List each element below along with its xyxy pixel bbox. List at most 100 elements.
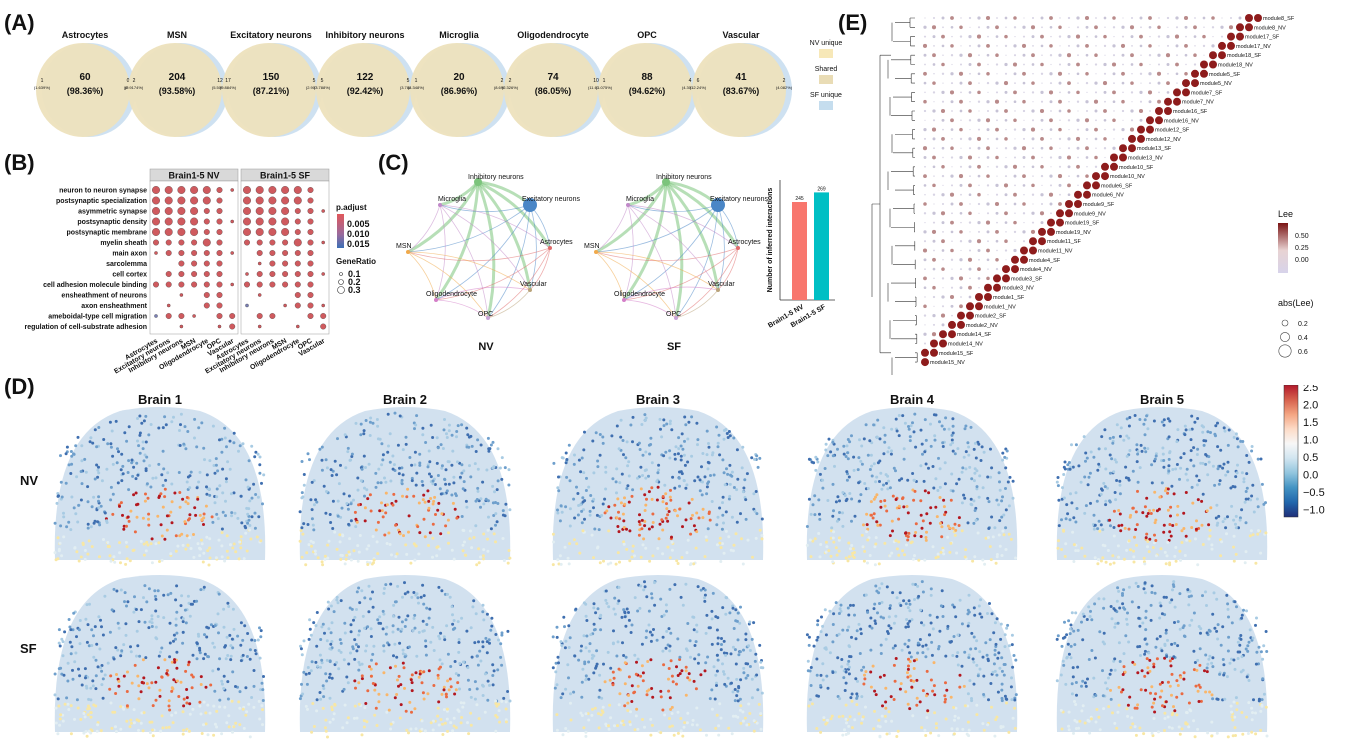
module-label: module10_NV xyxy=(1110,174,1145,180)
venn-left-count: 2 xyxy=(133,78,136,84)
interaction-edge xyxy=(664,181,684,319)
venn-title: MSN xyxy=(167,30,187,40)
interaction-edge xyxy=(477,180,552,249)
facet-grid xyxy=(240,180,330,335)
venn-left-count: 1 xyxy=(41,78,44,84)
term-label: axon ensheathment xyxy=(81,303,147,310)
network-label: SF xyxy=(667,341,681,353)
interaction-edge xyxy=(595,251,677,319)
node-label: OPC xyxy=(666,311,681,318)
enrichment-dot xyxy=(216,250,223,256)
enrichment-dot xyxy=(230,219,234,224)
module-label: module14_SF xyxy=(957,332,992,338)
enrichment-dot xyxy=(192,314,196,318)
interaction-edge xyxy=(476,181,496,319)
venn-left-pct: (3.788%) xyxy=(314,85,331,90)
padj-title: p.adjust xyxy=(336,203,367,212)
venn-right-count: 2 xyxy=(501,78,504,84)
enrichment-dot xyxy=(321,240,325,245)
enrichment-dot xyxy=(244,281,250,288)
enrichment-dot xyxy=(282,281,289,288)
abs-title: abs(Lee) xyxy=(1278,298,1314,308)
enrichment-dot xyxy=(243,217,251,226)
enrichment-dot xyxy=(281,217,290,226)
legend-sf-unique: SF unique xyxy=(810,92,842,99)
network-node xyxy=(548,246,552,250)
venn-left-pct: (12.24%) xyxy=(690,85,707,90)
enrichment-dot xyxy=(307,260,314,267)
network-node xyxy=(711,198,725,212)
abs-tick: 0.2 xyxy=(1298,321,1308,328)
venn-shared-count: 20 xyxy=(453,72,465,83)
enrichment-dot xyxy=(296,324,300,329)
abs-tick: 0.4 xyxy=(1298,335,1308,342)
enrichment-dot xyxy=(203,208,210,214)
enrichment-dot xyxy=(294,229,301,235)
enrichment-dot xyxy=(179,293,184,297)
interaction-edge xyxy=(435,204,446,301)
interaction-edge xyxy=(623,286,719,301)
enrichment-dot xyxy=(203,250,210,256)
dendrogram xyxy=(871,17,918,375)
enrichment-dot xyxy=(178,239,185,246)
interaction-edge xyxy=(665,180,740,249)
interaction-edge xyxy=(627,204,719,213)
module-label: module7_SF xyxy=(1191,90,1223,96)
venn-left-count: 2 xyxy=(509,78,512,84)
network-label: NV xyxy=(478,341,494,353)
bar-ylabel: Number of inferred interactions xyxy=(767,188,774,293)
interaction-edge xyxy=(595,204,629,253)
lee-colorbar xyxy=(1278,223,1288,273)
enrichment-dot xyxy=(245,272,249,276)
abs-size-dot xyxy=(1280,332,1290,342)
enrichment-dot xyxy=(164,207,173,215)
enrichment-dot xyxy=(307,250,314,256)
interaction-edge xyxy=(595,181,668,254)
module-label: module4_NV xyxy=(1020,267,1052,273)
enrichment-dot xyxy=(282,239,289,246)
interaction-edge xyxy=(627,204,677,319)
venn-right-pct: (2.907%) xyxy=(306,85,323,90)
network-node xyxy=(594,250,598,254)
venn-right-count: 5 xyxy=(313,78,316,84)
enrichment-dot xyxy=(307,239,314,246)
enrichment-dot xyxy=(217,324,222,329)
generatio-tick: 0.2 xyxy=(348,277,361,287)
enrichment-dot xyxy=(282,271,289,277)
interaction-edge xyxy=(623,299,677,319)
facet-grid xyxy=(149,180,239,335)
enrichment-dot xyxy=(203,292,210,298)
enrichment-dot xyxy=(268,196,277,205)
venn-shared-pct: (83.67%) xyxy=(723,86,760,96)
node-label: Vascular xyxy=(520,281,547,288)
node-label: OPC xyxy=(478,311,493,318)
enrichment-dot xyxy=(294,260,301,267)
enrichment-dot xyxy=(177,228,186,236)
node-label: MSN xyxy=(584,243,600,250)
venn-title: OPC xyxy=(637,30,657,40)
brain-title: Brain 3 xyxy=(635,392,681,407)
node-label: Oligodendrocyte xyxy=(614,291,665,298)
enrichment-dot xyxy=(216,271,223,277)
interaction-edge xyxy=(435,286,531,301)
interaction-edge xyxy=(435,204,531,301)
enrichment-dot xyxy=(268,217,277,226)
enrichment-dot xyxy=(216,208,223,214)
module-label: module5_NV xyxy=(1200,81,1232,87)
enrichment-dot xyxy=(153,281,159,288)
brain-section-4-sf xyxy=(805,575,1018,739)
facet-label: Brain1-5 SF xyxy=(260,171,311,181)
enrichment-dot xyxy=(216,239,223,246)
enrichment-dot xyxy=(165,250,172,256)
enrichment-dot xyxy=(164,217,173,226)
enrichment-dot xyxy=(320,313,327,319)
venn-right-pct: (3.788%) xyxy=(400,85,417,90)
enrichment-dot xyxy=(293,186,302,194)
panel-label-c: (C) xyxy=(378,150,409,175)
brain-title: Brain 2 xyxy=(382,392,428,407)
network-node xyxy=(474,178,482,186)
brain-section-2-nv xyxy=(298,407,512,567)
